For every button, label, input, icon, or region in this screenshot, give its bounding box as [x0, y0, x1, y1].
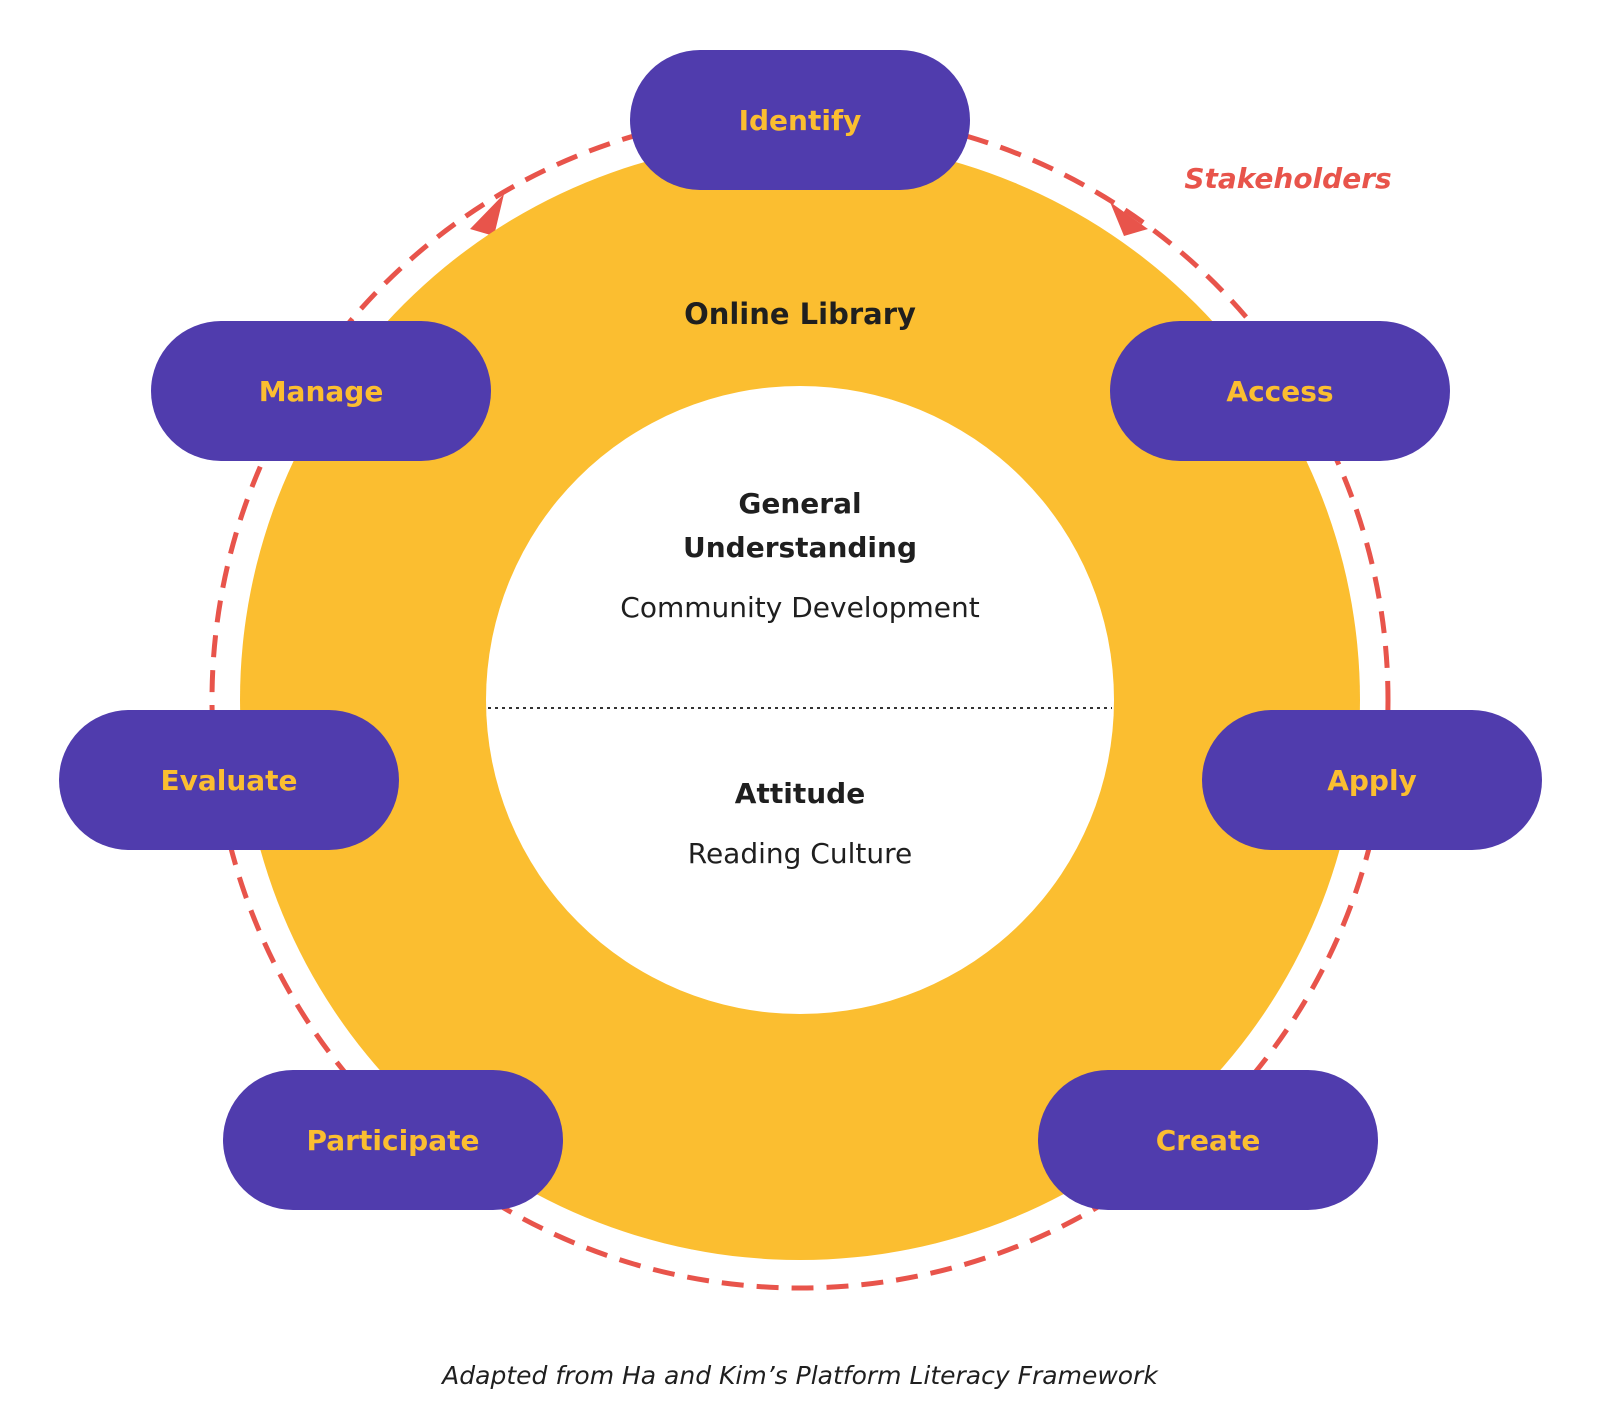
step-label-identify: Identify [739, 104, 862, 137]
cycle-arrow-right-icon [1110, 202, 1148, 236]
reading-culture-text: Reading Culture [688, 837, 912, 870]
step-pill-bg-apply [1202, 710, 1542, 850]
step-pill-apply: Apply [1202, 710, 1542, 850]
step-pill-manage: Manage [151, 321, 491, 461]
source-caption: Adapted from Ha and Kim’s Platform Liter… [440, 1361, 1159, 1390]
step-pill-create: Create [1038, 1070, 1378, 1210]
step-pill-identify: Identify [630, 50, 970, 190]
attitude-heading: Attitude [735, 777, 865, 810]
step-label-access: Access [1226, 375, 1333, 408]
cycle-arrow-left-icon [470, 194, 504, 236]
step-label-evaluate: Evaluate [160, 764, 297, 797]
stakeholders-label: Stakeholders [1184, 162, 1391, 195]
general-understanding-heading-line1: General [738, 487, 861, 520]
community-development-text: Community Development [620, 591, 979, 624]
step-pill-bg-participate [223, 1070, 563, 1210]
step-label-participate: Participate [307, 1124, 480, 1157]
step-pill-participate: Participate [223, 1070, 563, 1210]
step-pill-bg-identify [630, 50, 970, 190]
step-label-create: Create [1156, 1124, 1261, 1157]
step-pill-access: Access [1110, 321, 1450, 461]
step-pill-evaluate: Evaluate [59, 710, 399, 850]
center-circle [486, 386, 1114, 1014]
step-pill-bg-create [1038, 1070, 1378, 1210]
ring-title: Online Library [684, 297, 916, 331]
step-pill-bg-evaluate [59, 710, 399, 850]
general-understanding-heading-line2: Understanding [683, 531, 917, 564]
step-pill-bg-manage [151, 321, 491, 461]
step-pill-bg-access [1110, 321, 1450, 461]
step-label-manage: Manage [259, 375, 384, 408]
step-label-apply: Apply [1327, 764, 1417, 797]
